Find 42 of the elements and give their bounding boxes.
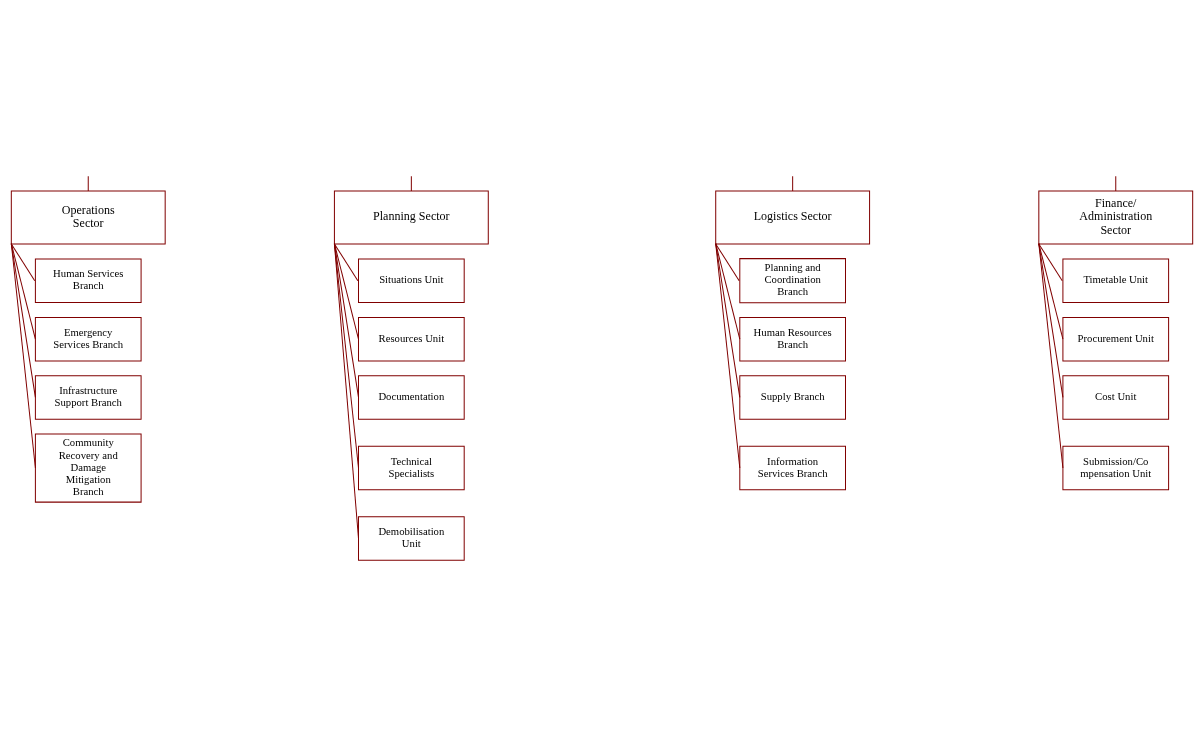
connector (10, 243, 36, 282)
connector (1038, 243, 1063, 282)
connector (715, 243, 740, 282)
node-box: Demobilisation Unit (358, 516, 465, 561)
node-box: Emergency Services Branch (34, 317, 142, 362)
connector (87, 175, 89, 192)
connector (10, 243, 36, 340)
connector (715, 243, 741, 340)
connector (1038, 243, 1064, 469)
node-box: Documentation (358, 375, 465, 420)
connector (333, 243, 359, 469)
connector (792, 175, 794, 192)
connector (10, 243, 36, 469)
connector (333, 243, 359, 398)
node-box: Procurement Unit (1062, 317, 1170, 362)
node-box: Human Resources Branch (739, 317, 846, 362)
node-box: Cost Unit (1062, 375, 1170, 420)
connector (10, 243, 36, 398)
node-box: Operations Sector (10, 190, 166, 245)
node-box: Planning Sector (333, 190, 489, 245)
connector (1115, 175, 1117, 192)
node-box: Resources Unit (358, 317, 465, 362)
connector (410, 175, 412, 192)
connector (333, 243, 359, 540)
node-box: Information Services Branch (739, 445, 846, 491)
connector (1038, 243, 1064, 398)
connector (715, 243, 741, 469)
connector (333, 243, 359, 282)
connector (333, 243, 359, 340)
node-box: Infrastructure Support Branch (34, 375, 142, 420)
node-box: Finance/ Administration Sector (1038, 190, 1194, 245)
node-box: Logistics Sector (715, 190, 871, 245)
node-box: Human Services Branch (34, 258, 142, 303)
node-box: Planning and Coordination Branch (739, 258, 846, 304)
node-box: Submission/Co mpensation Unit (1062, 445, 1170, 491)
node-box: Community Recovery and Damage Mitigation Branch (34, 433, 142, 503)
connector (1038, 243, 1064, 340)
node-box: Supply Branch (739, 375, 846, 420)
node-box: Situations Unit (358, 258, 465, 303)
connector (715, 243, 741, 398)
node-box: Timetable Unit (1062, 258, 1170, 303)
node-box: Technical Specialists (358, 445, 465, 491)
